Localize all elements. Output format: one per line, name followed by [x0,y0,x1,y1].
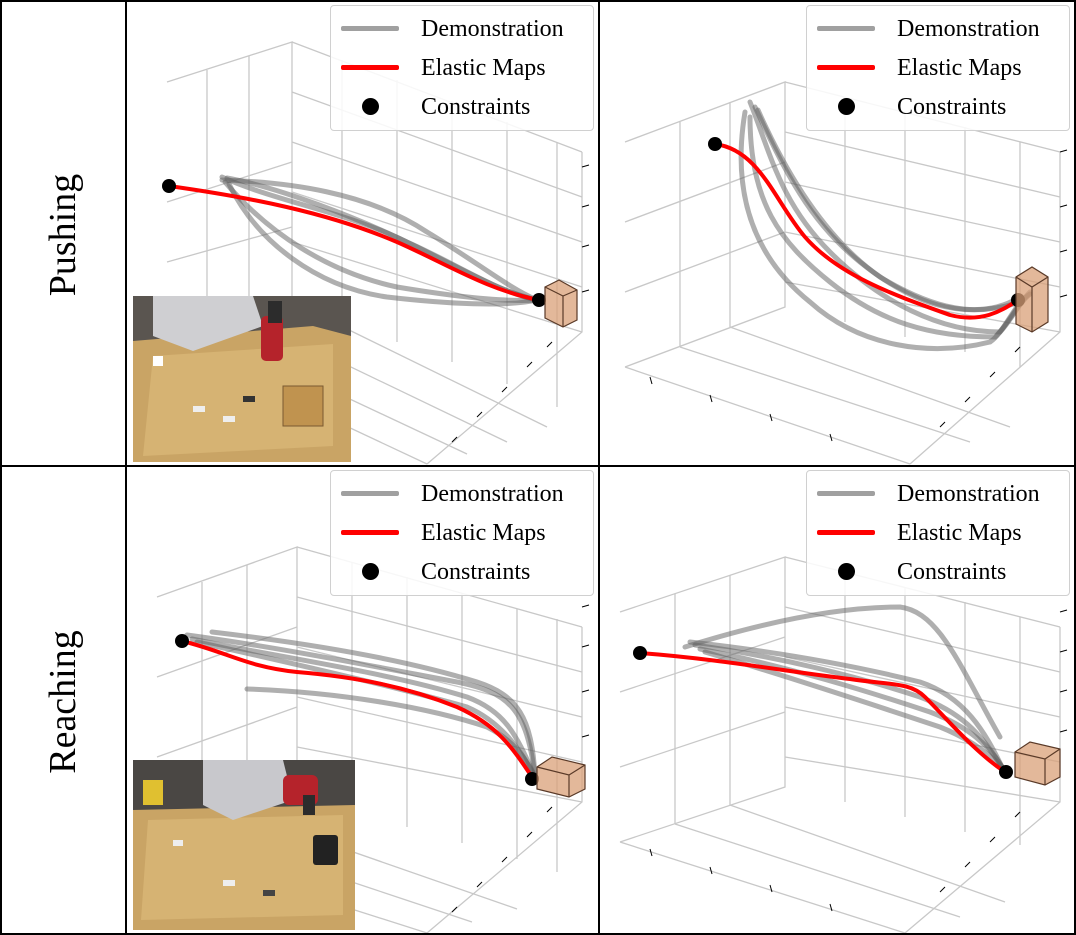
elastic-map-trajectory [168,184,540,302]
legend-demo-label: Demonstration [421,16,564,42]
legend-demo-swatch [817,26,875,31]
legend-constraint-swatch [838,98,855,115]
elastic-map-trajectory [181,639,534,779]
robot-arm-photo [133,760,355,930]
legend-constraint-swatch [362,563,379,580]
legend-reaching-1: Demonstration Elastic Maps Constraints [330,470,594,596]
legend-constraint-swatch [838,563,855,580]
axis-ticks [649,609,1068,912]
elastic-map-trajectory [639,651,1007,774]
target-box-icon [1015,266,1049,333]
legend-constraint-label: Constraints [421,559,531,585]
legend-pushing-2: Demonstration Elastic Maps Constraints [806,5,1070,131]
3d-axes-reaching-2 [619,556,1068,933]
axis-ticks [451,164,590,443]
target-box-icon [544,279,578,328]
legend-constraint-label: Constraints [421,94,531,120]
target-box-icon [1014,741,1061,786]
plot-pushing-view-1: Demonstration Elastic Maps Constraints [127,2,598,465]
grid-lines [624,81,1061,465]
legend-constraint-label: Constraints [897,559,1007,585]
legend-demo-swatch [341,491,399,496]
demonstration-trajectories [738,99,1033,351]
legend-demo-label: Demonstration [421,481,564,507]
legend-elastic-swatch [341,65,399,70]
axis-ticks [451,604,590,913]
constraint-start [708,137,722,151]
legend-demo-swatch [341,26,399,31]
legend-constraint-label: Constraints [897,94,1007,120]
row-label-reaching: Reaching [42,630,84,774]
legend-elastic-swatch [341,530,399,535]
demonstration-trajectories [682,604,1005,770]
demonstration-trajectories [184,629,538,780]
3d-axes-pushing-2 [624,81,1068,465]
target-box-icon [536,756,586,798]
legend-pushing-1: Demonstration Elastic Maps Constraints [330,5,594,131]
constraint-start [162,179,176,193]
plot-pushing-view-2: Demonstration Elastic Maps Constraints [600,2,1074,465]
plot-reaching-view-2: Demonstration Elastic Maps Constraints [600,467,1074,933]
legend-elastic-label: Elastic Maps [421,55,546,81]
legend-elastic-swatch [817,65,875,70]
legend-elastic-label: Elastic Maps [421,520,546,546]
row-label-pushing: Pushing [42,173,84,297]
robot-arm-photo [133,296,351,462]
constraint-start [175,634,189,648]
legend-elastic-swatch [817,530,875,535]
legend-demo-label: Demonstration [897,481,1040,507]
legend-demo-label: Demonstration [897,16,1040,42]
constraint-end [525,772,539,786]
legend-reaching-2: Demonstration Elastic Maps Constraints [806,470,1070,596]
legend-demo-swatch [817,491,875,496]
constraint-end [999,765,1013,779]
legend-elastic-label: Elastic Maps [897,55,1022,81]
constraint-end [532,293,546,307]
plot-reaching-view-1: Demonstration Elastic Maps Constraints [127,467,598,933]
legend-elastic-label: Elastic Maps [897,520,1022,546]
axis-ticks [649,149,1068,442]
constraint-start [633,646,647,660]
legend-constraint-swatch [362,98,379,115]
elastic-map-trajectory [714,142,1020,320]
